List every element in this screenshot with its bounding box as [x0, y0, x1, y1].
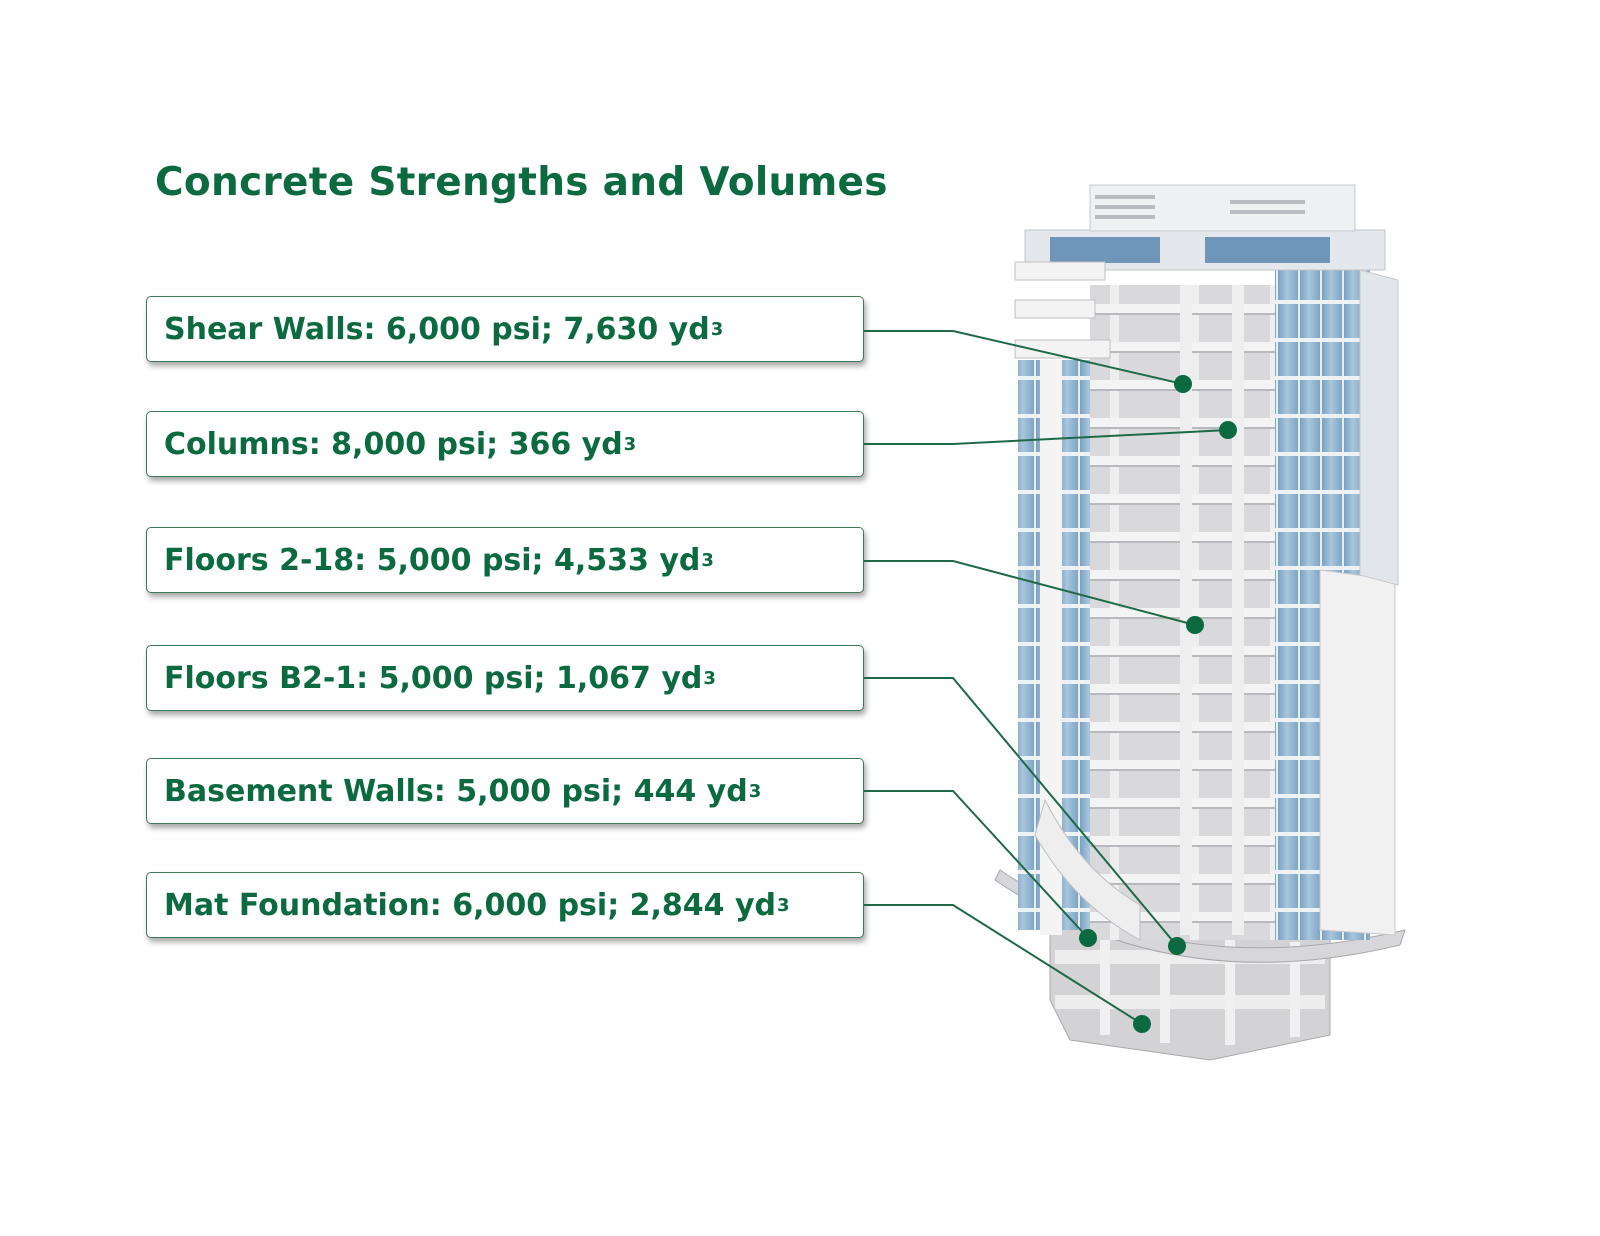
label-basement-walls-text: Basement Walls: 5,000 psi; 444 yd — [164, 773, 748, 809]
leader-mat-foundation — [864, 904, 1143, 1025]
dot-columns — [1219, 421, 1237, 439]
leader-dots — [1079, 375, 1237, 1033]
label-floors-2-18-text: Floors 2-18: 5,000 psi; 4,533 yd — [164, 542, 701, 578]
dot-floors-b2-1 — [1168, 937, 1186, 955]
label-columns-text: Columns: 8,000 psi; 366 yd — [164, 426, 623, 462]
roof — [1024, 184, 1386, 271]
label-floors-2-18-sup: 3 — [701, 549, 714, 571]
dot-floors-2-18 — [1186, 616, 1204, 634]
dot-shear-walls — [1174, 375, 1192, 393]
leader-basement-walls — [864, 790, 1089, 939]
label-basement-walls-sup: 3 — [748, 780, 762, 802]
left-fin — [1040, 360, 1062, 935]
leader-floors-2-18 — [864, 560, 1196, 626]
label-shear-walls-text: Shear Walls: 6,000 psi; 7,630 yd — [164, 311, 710, 347]
label-floors-b2-1-text: Floors B2-1: 5,000 psi; 1,067 yd — [164, 660, 703, 696]
label-mat-foundation-text: Mat Foundation: 6,000 psi; 2,844 yd — [164, 887, 776, 923]
leader-columns — [864, 429, 1229, 445]
label-shear-walls-sup: 3 — [710, 318, 724, 340]
balconies — [1014, 261, 1111, 359]
label-columns-sup: 3 — [623, 433, 637, 455]
dot-mat-foundation — [1133, 1015, 1151, 1033]
label-mat-foundation-sup: 3 — [777, 894, 790, 916]
diagram-title: Concrete Strengths and Volumes — [155, 160, 888, 205]
leader-floors-b2-1 — [864, 677, 1178, 947]
leader-lines — [864, 330, 1229, 1025]
leader-shear-walls — [864, 330, 1184, 385]
dot-basement-walls — [1079, 929, 1097, 947]
right-white-fin — [1319, 569, 1396, 936]
label-floors-b2-1-sup: 3 — [703, 667, 716, 689]
